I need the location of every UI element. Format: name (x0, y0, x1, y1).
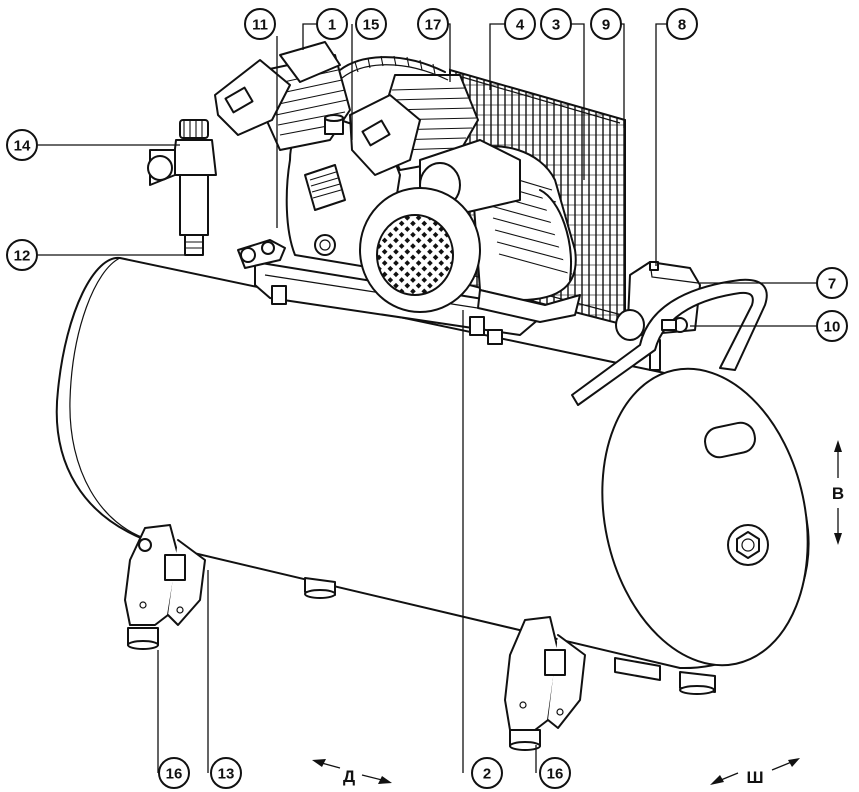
callout-16-left: 16 (158, 757, 190, 789)
motor-feet (477, 289, 581, 323)
oil-sight-glass (314, 234, 336, 256)
callout-3: 3 (540, 8, 572, 40)
callout-7: 7 (816, 267, 848, 299)
dimension-height-label: В (832, 484, 844, 503)
dimension-height: В (832, 440, 844, 545)
svg-text:16: 16 (547, 766, 564, 783)
svg-text:10: 10 (824, 319, 841, 336)
svg-text:13: 13 (218, 766, 235, 783)
callout-16-right: 16 (539, 757, 571, 789)
callout-8: 8 (666, 8, 698, 40)
air-filter-right (349, 94, 421, 176)
tank-foot-rear-left (304, 577, 336, 599)
callout-12: 12 (6, 239, 38, 271)
unloader-pipe (237, 239, 286, 269)
safety-valve-head (324, 114, 344, 135)
dimension-length: Д (312, 759, 392, 786)
dimension-length-label: Д (343, 767, 355, 786)
svg-text:2: 2 (483, 766, 491, 783)
svg-text:8: 8 (678, 17, 686, 34)
callout-4: 4 (504, 8, 536, 40)
air-filter-left (214, 41, 341, 136)
tank-foot-front-right (504, 616, 586, 751)
svg-text:16: 16 (166, 766, 183, 783)
callout-10: 10 (816, 310, 848, 342)
inspection-port (704, 421, 756, 459)
callout-14: 14 (6, 129, 38, 161)
pressure-regulator (147, 119, 217, 256)
svg-text:1: 1 (328, 17, 336, 34)
outlet-valve (661, 317, 688, 333)
dimension-width: Ш (710, 758, 800, 787)
svg-text:9: 9 (602, 17, 610, 34)
callout-9: 9 (590, 8, 622, 40)
drain-plug (727, 524, 769, 566)
callout-15: 15 (355, 8, 387, 40)
svg-text:11: 11 (252, 17, 268, 34)
svg-text:17: 17 (425, 17, 442, 34)
callout-11: 11 (244, 8, 276, 40)
tank-foot-rear-right (614, 657, 716, 695)
svg-text:7: 7 (828, 276, 836, 293)
svg-text:15: 15 (363, 17, 380, 34)
motor-fan-cowl (359, 187, 481, 313)
callout-13: 13 (210, 757, 242, 789)
svg-text:3: 3 (552, 17, 560, 34)
crankcase-vent-grill (309, 171, 342, 199)
svg-text:14: 14 (14, 138, 31, 155)
callout-17: 17 (417, 8, 449, 40)
callout-1: 1 (316, 8, 348, 40)
svg-text:12: 12 (14, 248, 31, 265)
discharge-tube (339, 55, 449, 81)
dimension-width-label: Ш (746, 768, 763, 787)
svg-text:4: 4 (516, 17, 525, 34)
carry-handle (571, 278, 768, 406)
air-tank (55, 256, 810, 670)
callout-2: 2 (471, 757, 503, 789)
tank-foot-front-left (124, 524, 206, 650)
